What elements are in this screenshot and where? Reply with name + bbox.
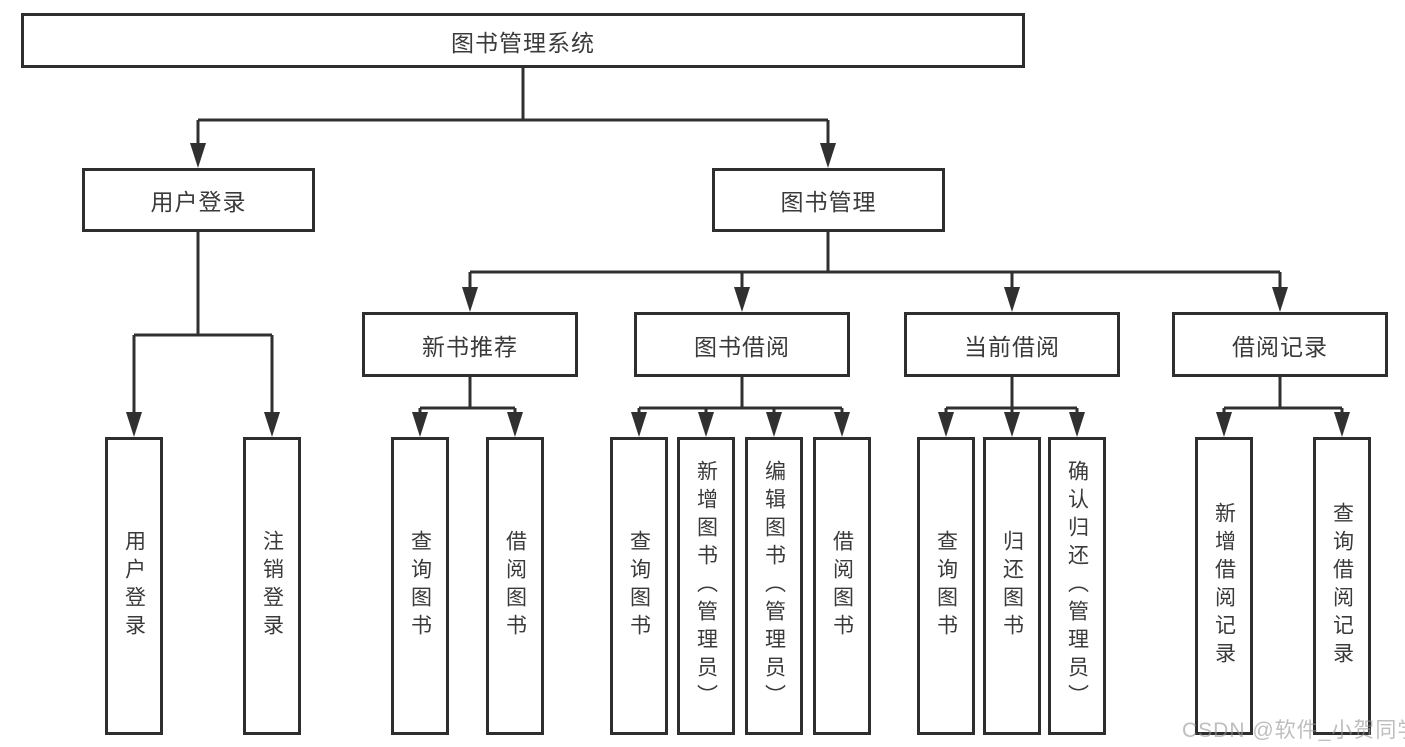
leaf-edit-book-admin-label: 编辑图书（管理员） — [762, 460, 786, 712]
leaf-query-books-recommend-label: 查询图书 — [408, 530, 432, 642]
leaf-confirm-return-admin-label: 确认归还（管理员） — [1065, 460, 1089, 712]
leaf-query-borrow-record-label: 查询借阅记录 — [1330, 502, 1354, 670]
leaf-add-book-admin-label: 新增图书（管理员） — [694, 460, 718, 712]
leaf-query-books-borrowing-label: 查询图书 — [627, 530, 651, 642]
node-root-label: 图书管理系统 — [451, 29, 595, 56]
node-borrowing-records: 借阅记录 — [1172, 312, 1388, 377]
node-book-borrowing: 图书借阅 — [634, 312, 850, 377]
node-book-management-label: 图书管理 — [780, 189, 877, 215]
node-borrowing-records-label: 借阅记录 — [1232, 333, 1328, 360]
leaf-logout-label: 注销登录 — [260, 530, 284, 642]
leaf-query-books-borrowing: 查询图书 — [610, 437, 668, 735]
leaf-return-book-label: 归还图书 — [1000, 530, 1024, 642]
leaf-borrow-books-borrowing: 借阅图书 — [813, 437, 871, 735]
leaf-query-borrow-record: 查询借阅记录 — [1313, 437, 1371, 735]
node-book-management: 图书管理 — [712, 168, 945, 232]
leaf-query-books-current: 查询图书 — [917, 437, 975, 735]
leaf-confirm-return-admin: 确认归还（管理员） — [1048, 437, 1106, 735]
leaf-borrow-books-recommend-label: 借阅图书 — [503, 530, 527, 642]
leaf-query-books-current-label: 查询图书 — [934, 530, 958, 642]
leaf-logout: 注销登录 — [243, 437, 301, 735]
leaf-edit-book-admin: 编辑图书（管理员） — [745, 437, 803, 735]
node-user-login: 用户登录 — [82, 168, 315, 232]
leaf-query-books-recommend: 查询图书 — [391, 437, 449, 735]
leaf-return-book: 归还图书 — [983, 437, 1041, 735]
node-book-borrowing-label: 图书借阅 — [694, 333, 790, 360]
leaf-add-book-admin: 新增图书（管理员） — [677, 437, 735, 735]
leaf-add-borrow-record: 新增借阅记录 — [1195, 437, 1253, 735]
node-new-book-recommend: 新书推荐 — [362, 312, 578, 377]
leaf-borrow-books-recommend: 借阅图书 — [486, 437, 544, 735]
node-current-borrowing: 当前借阅 — [904, 312, 1120, 377]
node-user-login-label: 用户登录 — [150, 189, 247, 215]
csdn-watermark: CSDN @软件_小贺同学 — [1182, 719, 1405, 742]
leaf-borrow-books-borrowing-label: 借阅图书 — [830, 530, 854, 642]
leaf-user-login-label: 用户登录 — [122, 530, 146, 642]
node-new-book-recommend-label: 新书推荐 — [422, 333, 518, 360]
leaf-add-borrow-record-label: 新增借阅记录 — [1212, 502, 1236, 670]
arrowheads — [126, 143, 1350, 437]
node-current-borrowing-label: 当前借阅 — [964, 333, 1060, 360]
node-root: 图书管理系统 — [21, 13, 1025, 68]
leaf-user-login: 用户登录 — [105, 437, 163, 735]
